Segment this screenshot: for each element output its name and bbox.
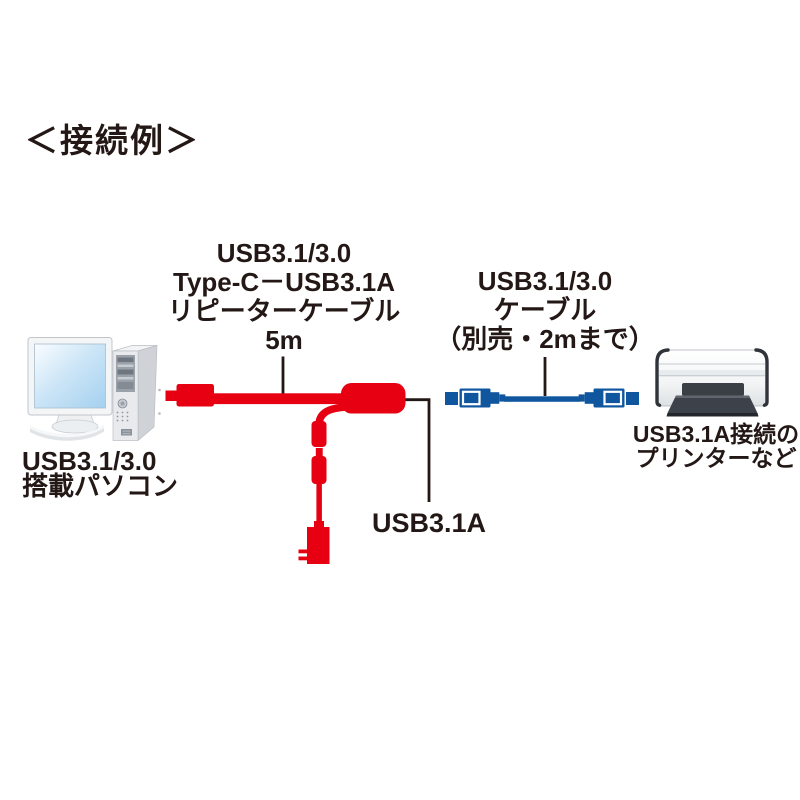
usb-cable-leader-line	[543, 357, 547, 396]
pc-vent-dots	[116, 411, 129, 422]
usb-cable-wire	[504, 396, 580, 402]
ac-plug-prong	[298, 549, 308, 554]
repeater-cable-illustration	[165, 383, 406, 564]
printer-illustration	[655, 348, 769, 417]
usb-cable-label-line: ケーブル	[493, 295, 597, 325]
usb-cable-illustration	[445, 388, 639, 408]
desktop-pc-illustration	[27, 337, 161, 442]
power-plug-body	[311, 456, 327, 484]
usb-plug-tip-right	[626, 392, 639, 405]
type-c-plug-tip	[165, 390, 178, 401]
usb-cable-label: USB3.1/3.0 ケーブル （別売・2mまで）	[435, 267, 655, 354]
printer-label: USB3.1A接続の プリンターなど	[632, 421, 800, 471]
pc-label-line: USB3.1/3.0	[22, 446, 157, 476]
pc-label-line: 搭載パソコン	[22, 471, 179, 501]
printer-paper-slot	[682, 383, 744, 396]
repeater-cable-leader-line	[281, 356, 285, 395]
usb-cable-label-line: （別売・2mまで）	[435, 324, 655, 354]
printer-paper-tray	[667, 395, 758, 413]
ac-plug-prong	[298, 556, 308, 561]
pc-label: USB3.1/3.0 搭載パソコン	[22, 446, 179, 501]
usb-cable-label-line: USB3.1/3.0	[477, 266, 613, 296]
repeater-cable-wire	[210, 393, 343, 405]
repeater-cable-label-line: リピーターケーブル	[167, 296, 401, 326]
usb-plug-body-right	[593, 388, 625, 408]
pc-monitor	[27, 337, 113, 416]
pc-tower	[112, 345, 161, 442]
power-plug-tip	[315, 448, 323, 457]
usb31a-connector-label: USB3.1A	[371, 508, 487, 538]
repeater-cable-label-line: USB3.1/3.0	[216, 238, 352, 268]
repeater-cable-label: USB3.1/3.0 Type-C－USB3.1A リピーターケーブル 5m	[168, 239, 400, 355]
repeater-box	[341, 383, 406, 414]
repeater-cable-label-line: Type-C－USB3.1A	[172, 267, 396, 297]
repeater-cable-label-line: 5m	[265, 325, 303, 355]
diagram-title: ＜接続例＞	[25, 122, 200, 159]
usb-a-plug-tip-left	[445, 392, 458, 405]
ac-adapter	[307, 527, 330, 564]
pc-monitor-screen	[34, 343, 106, 409]
power-wire	[316, 483, 322, 523]
power-jack-connector	[311, 421, 327, 447]
pc-keyboard	[30, 425, 104, 441]
usb-a-plug-body-left	[459, 388, 491, 408]
leader-lines	[281, 356, 547, 502]
printer-label-line: USB3.1A接続の	[632, 421, 800, 447]
type-c-plug-body	[176, 384, 214, 407]
printer-label-line: プリンターなど	[635, 444, 797, 471]
usb31a-leader-line	[405, 398, 431, 502]
